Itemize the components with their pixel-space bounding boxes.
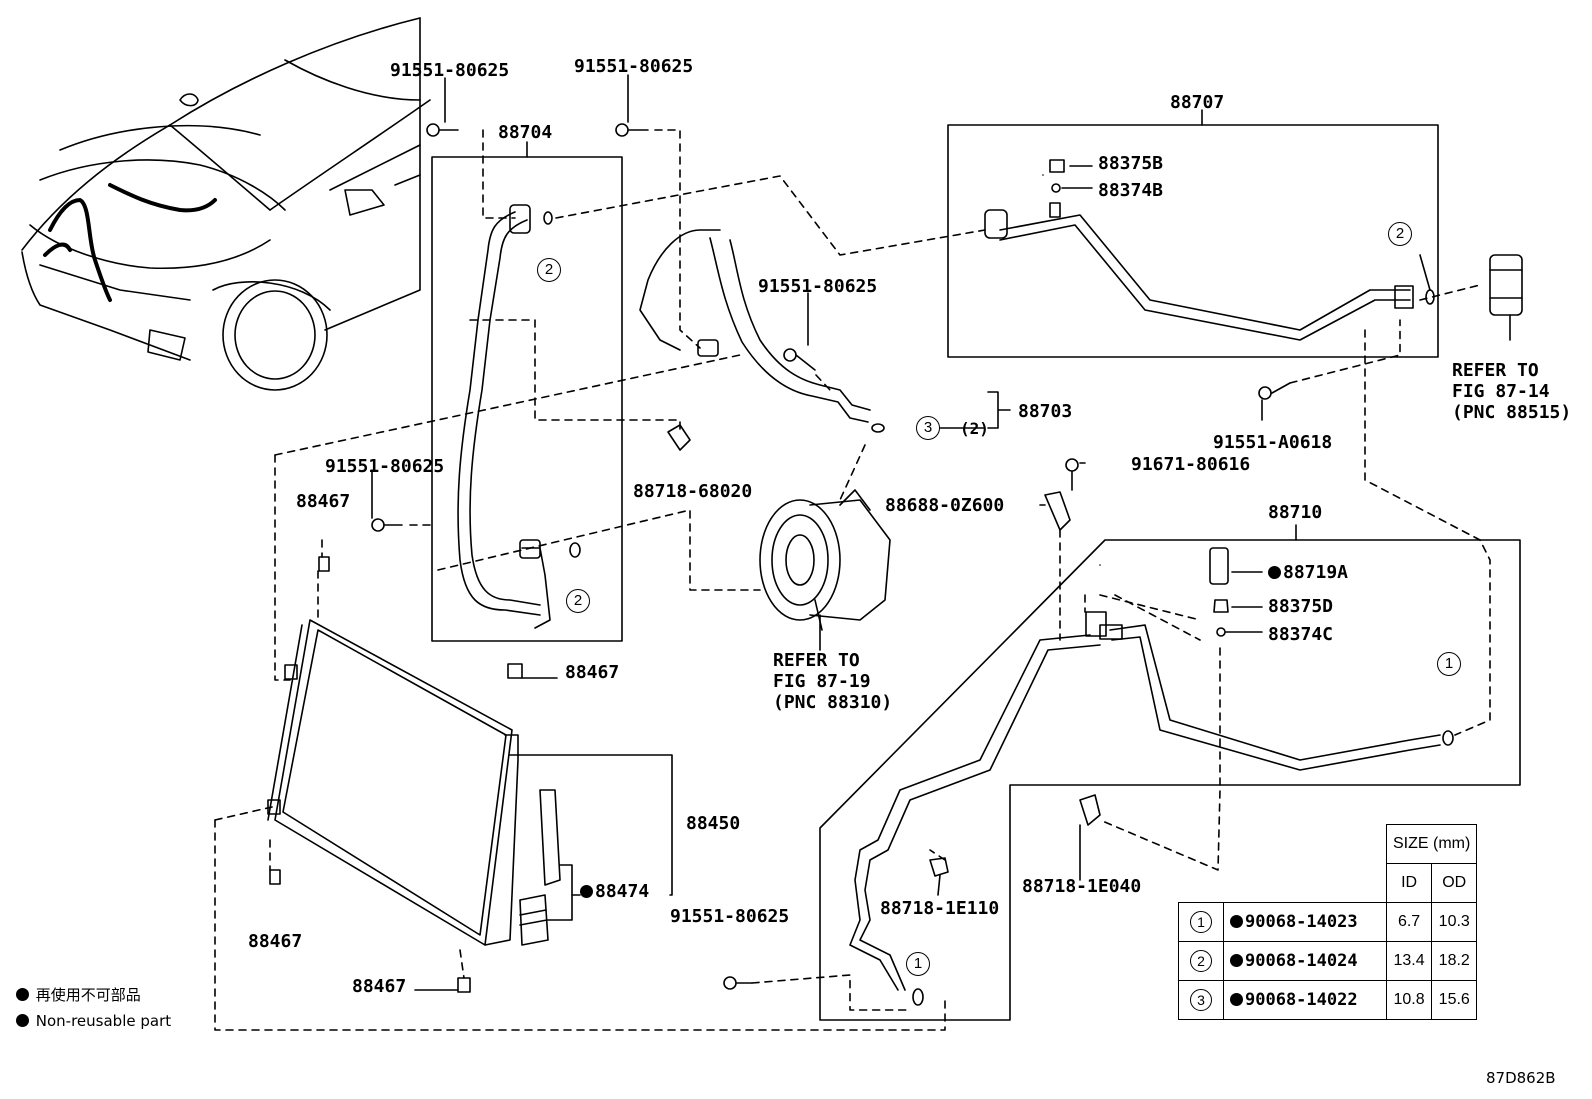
table-title: SIZE (mm) [1385, 824, 1478, 864]
part-label-cushion: 88467 [296, 491, 351, 512]
oring-quantity: (2) [960, 419, 989, 438]
callout-oring-2: 2 [566, 589, 590, 613]
pipe-88710 [849, 611, 1441, 991]
part-label-condenser: 88450 [686, 813, 741, 834]
non-reusable-dot-icon [1230, 954, 1243, 967]
hose-88703 [639, 229, 871, 423]
legend-english: Non-reusable part [16, 1014, 171, 1029]
vehicle-outline [21, 17, 431, 391]
non-reusable-dot-icon [1230, 915, 1243, 928]
part-label-valve: 88375D [1268, 596, 1334, 617]
callout-oring-1: 1 [906, 952, 930, 976]
table-row: 3 90068-14022 10.8 15.6 [1178, 980, 1478, 1020]
part-label-valve: 88375B [1098, 153, 1164, 174]
part-label-cushion: 88467 [248, 931, 303, 952]
part-label-bolt: 91551-80625 [574, 56, 694, 77]
callout-oring-2: 2 [537, 258, 561, 282]
clamps [667, 424, 1101, 877]
compressor [759, 489, 891, 631]
table-header-id: ID [1385, 863, 1433, 903]
dashed-leaders [214, 129, 1491, 1031]
table-row: 2 90068-14024 13.4 18.2 [1178, 941, 1478, 981]
callout-oring-2: 2 [1388, 222, 1412, 246]
callout-oring-3: 3 [916, 416, 940, 440]
non-reusable-dot-icon [16, 988, 29, 1001]
box-88707 [947, 124, 1439, 358]
figure-code: 87D862B [1486, 1069, 1556, 1087]
expansion-valve [1489, 254, 1523, 341]
part-label-pipe-88710: 88710 [1268, 502, 1323, 523]
solid-leaders [371, 74, 1263, 991]
filter-88474 [519, 789, 561, 946]
callout-oring-1: 1 [1437, 652, 1461, 676]
part-label-clamp: 88718-1E110 [880, 898, 1000, 919]
part-label-filter: 88474 [580, 883, 649, 901]
bolts [371, 123, 1291, 990]
part-label-bolt: 91551-80625 [390, 60, 510, 81]
part-label-seal: 88374C [1268, 624, 1334, 645]
part-label-bracket: 88688-0Z600 [885, 495, 1005, 516]
part-label-bolt-a0618: 91551-A0618 [1213, 432, 1333, 453]
table-row: 1 90068-14023 6.7 10.3 [1178, 902, 1478, 942]
cushions [269, 556, 523, 993]
part-label-seal: 88374B [1098, 180, 1164, 201]
oring-size-table: SIZE (mm) ID OD 1 90068-14023 6.7 10.3 2… [1178, 824, 1478, 1020]
part-label-clamp: 88718-68020 [633, 481, 753, 502]
box-88710 [819, 539, 1521, 1021]
pipe-88707 [984, 202, 1414, 341]
non-reusable-dot-icon [580, 885, 593, 898]
part-label-hose-88704: 88704 [498, 122, 553, 143]
hose-88704 [457, 204, 551, 629]
non-reusable-dot-icon [1268, 566, 1281, 579]
switch-88719a [1209, 547, 1229, 585]
part-label-bolt: 91551-80625 [325, 456, 445, 477]
part-label-pipe-88707: 88707 [1170, 92, 1225, 113]
part-label-screw: 91671-80616 [1131, 454, 1251, 475]
o-ring [543, 211, 553, 225]
part-label-clamp: 88718-1E040 [1022, 876, 1142, 897]
part-label-bolt: 91551-80625 [758, 276, 878, 297]
o-ring [569, 542, 581, 558]
non-reusable-dot-icon [1230, 993, 1243, 1006]
part-label-cushion: 88467 [352, 976, 407, 997]
table-header-od: OD [1431, 863, 1478, 903]
legend-japanese: 再使用不可部品 [16, 988, 141, 1003]
non-reusable-dot-icon [16, 1014, 29, 1027]
o-ring [871, 423, 885, 433]
part-label-switch: 88719A [1268, 564, 1348, 582]
part-label-bolt: 91551-80625 [670, 906, 790, 927]
part-label-cushion: 88467 [565, 662, 620, 683]
condenser-88450 [267, 619, 519, 946]
part-label-hose-88703: 88703 [1018, 401, 1073, 422]
